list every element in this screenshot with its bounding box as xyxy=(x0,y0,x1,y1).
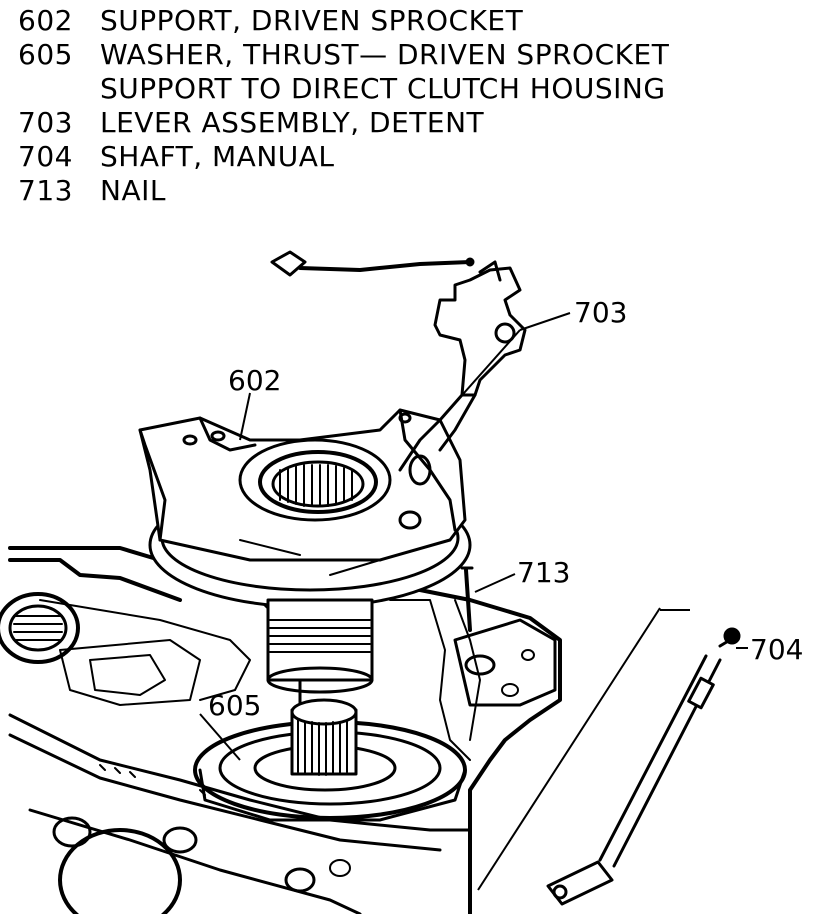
exploded-view-diagram: 703 602 713 704 605 xyxy=(0,250,803,914)
parts-legend: 602 SUPPORT, DRIVEN SPROCKET 605 WASHER,… xyxy=(18,4,798,208)
legend-description: NAIL xyxy=(100,174,166,207)
legend-number: 713 xyxy=(18,174,73,207)
detent-lever-assembly xyxy=(270,250,527,472)
legend-description: SHAFT, MANUAL xyxy=(100,140,335,173)
legend-row-713: 713 NAIL xyxy=(18,174,798,208)
legend-row-703: 703 LEVER ASSEMBLY, DETENT xyxy=(18,106,798,140)
callout-leaders xyxy=(199,312,748,761)
clutch-housing-washer-area xyxy=(193,698,467,822)
legend-number: 703 xyxy=(18,106,73,139)
callout-704: 704 xyxy=(750,633,803,666)
callout-605: 605 xyxy=(208,689,261,722)
legend-row-602: 602 SUPPORT, DRIVEN SPROCKET xyxy=(18,4,798,38)
legend-number xyxy=(18,72,100,106)
nail xyxy=(460,566,474,632)
legend-number: 704 xyxy=(18,140,73,173)
legend-description: WASHER, THRUST— DRIVEN SPROCKET xyxy=(100,38,670,71)
manual-shaft xyxy=(477,607,741,906)
legend-number: 602 xyxy=(18,4,73,37)
legend-number: 605 xyxy=(18,38,73,71)
legend-description: SUPPORT TO DIRECT CLUTCH HOUSING xyxy=(100,72,666,105)
legend-row-704: 704 SHAFT, MANUAL xyxy=(18,140,798,174)
legend-description: LEVER ASSEMBLY, DETENT xyxy=(100,106,485,139)
legend-row-605-continued: SUPPORT TO DIRECT CLUTCH HOUSING xyxy=(18,72,798,106)
transmission-case xyxy=(0,546,562,914)
callout-703: 703 xyxy=(574,296,627,329)
driven-sprocket-support xyxy=(138,408,472,694)
legend-description: SUPPORT, DRIVEN SPROCKET xyxy=(100,4,524,37)
legend-row-605: 605 WASHER, THRUST— DRIVEN SPROCKET xyxy=(18,38,798,72)
callout-602: 602 xyxy=(228,364,281,397)
callout-713: 713 xyxy=(517,556,570,589)
